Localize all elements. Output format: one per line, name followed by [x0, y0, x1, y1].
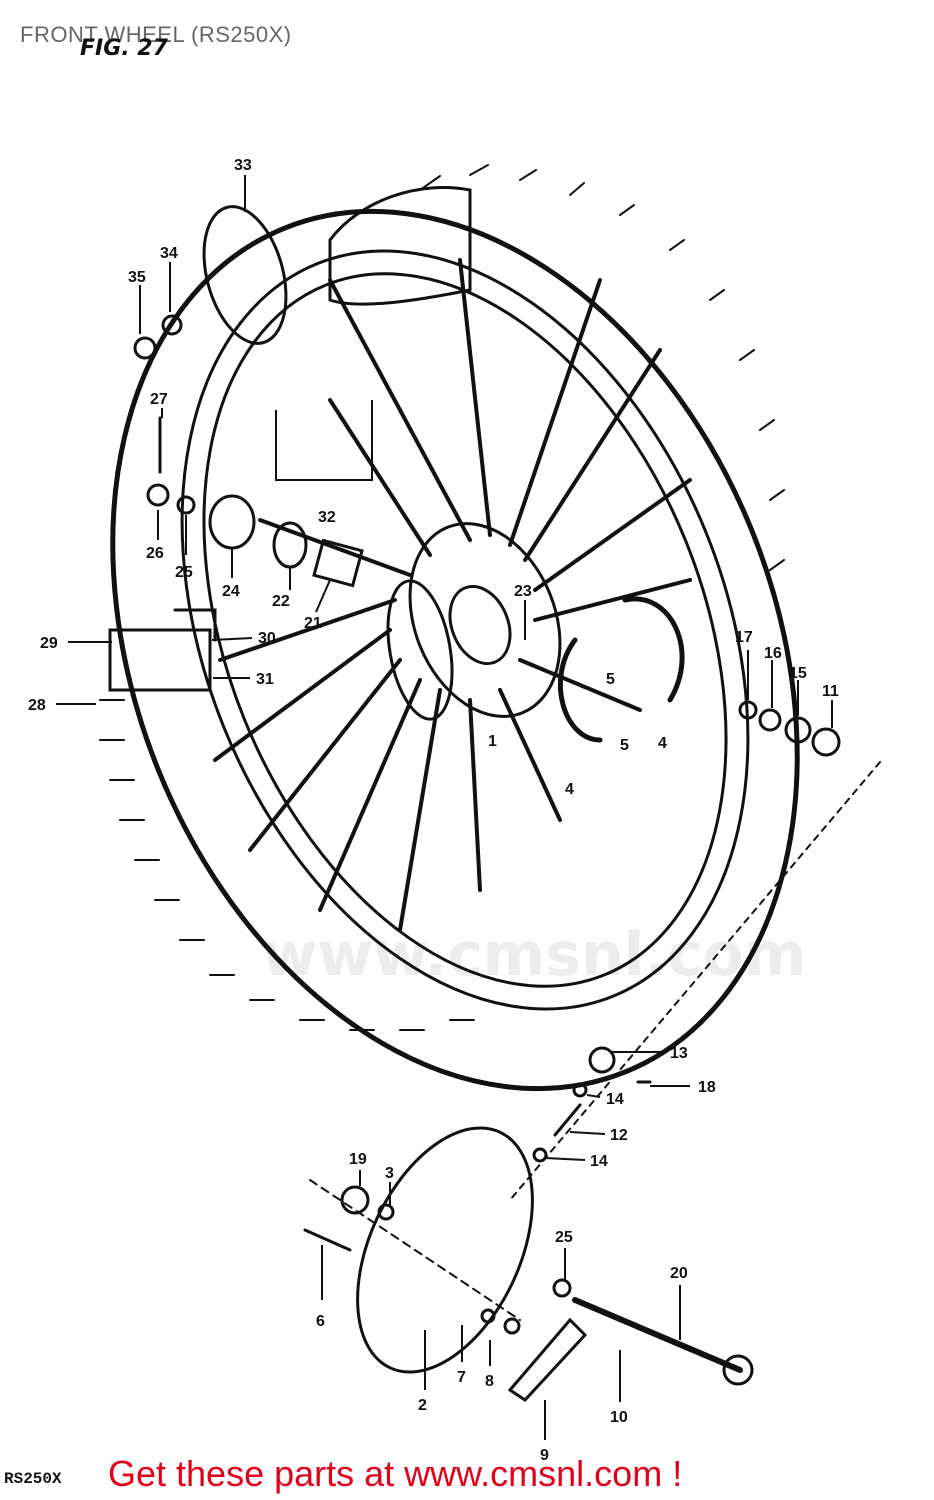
- callout-25-lower: 25: [555, 1229, 573, 1246]
- leader-lines: [56, 175, 833, 1440]
- tire-cutaway: [108, 628, 212, 692]
- nut-7: [480, 1308, 496, 1324]
- brake-shoe-lower: [557, 637, 603, 743]
- callout-28: 28: [28, 697, 46, 714]
- promo-banner-link[interactable]: Get these parts at www.cmsnl.com !: [108, 1453, 683, 1494]
- rim-outer: [180, 249, 750, 1011]
- nut-14-lower: [532, 1147, 548, 1163]
- callout-11: 11: [822, 683, 839, 700]
- seal-15: [784, 716, 812, 744]
- tire-tread: [99, 164, 785, 1031]
- washer-34: [161, 314, 183, 336]
- callout-1: 1: [488, 733, 497, 750]
- washer-8: [503, 1317, 521, 1335]
- washer-16: [758, 708, 782, 732]
- callout-2: 2: [418, 1397, 427, 1414]
- hub-flange: [408, 522, 562, 718]
- callout-32: 32: [318, 509, 336, 526]
- nut-14-upper: [572, 1082, 588, 1098]
- callout-19: 19: [349, 1151, 367, 1168]
- callout-27: 27: [150, 391, 168, 408]
- callout-13: 13: [670, 1045, 688, 1062]
- washer-3: [377, 1203, 395, 1221]
- callout-35: 35: [128, 269, 146, 286]
- callout-9: 9: [540, 1447, 549, 1464]
- washer-17: [738, 700, 758, 720]
- nut-26: [146, 483, 170, 507]
- callout-15: 15: [789, 665, 807, 682]
- callout-8: 8: [485, 1373, 494, 1390]
- adjuster-13: [588, 1046, 616, 1074]
- callout-14-lower: 14: [590, 1153, 608, 1170]
- callout-29: 29: [40, 635, 58, 652]
- callout-30: 30: [258, 630, 276, 647]
- spokes: [213, 258, 692, 932]
- page-title: FRONT WHEEL (RS250X): [20, 22, 292, 47]
- callout-34: 34: [160, 245, 178, 262]
- callout-4-left: 4: [565, 781, 574, 798]
- callout-31: 31: [256, 671, 274, 688]
- callout-26: 26: [146, 545, 164, 562]
- figure-label: FIG. 27: [80, 36, 168, 61]
- callout-5-upper: 5: [606, 671, 615, 688]
- callout-23: 23: [514, 583, 532, 600]
- callout-4-right: 4: [658, 735, 667, 752]
- washer-25-lower: [552, 1278, 572, 1298]
- hub-center: [448, 584, 512, 666]
- tire-outer: [110, 208, 800, 1092]
- callout-24: 24: [222, 583, 240, 600]
- callout-10: 10: [610, 1409, 628, 1426]
- brake-shoe-upper: [622, 596, 685, 703]
- hub-drum: [386, 579, 454, 721]
- callout-17: 17: [735, 629, 753, 646]
- axis-line: [509, 761, 881, 1201]
- callout-33: 33: [234, 157, 252, 174]
- spring-12: [553, 1103, 582, 1137]
- nut-35: [133, 336, 157, 360]
- callout-16: 16: [764, 645, 782, 662]
- model-code: RS250X: [4, 1470, 62, 1488]
- speedometer-gear: [202, 205, 288, 345]
- bearing-11: [811, 727, 841, 757]
- callout-18: 18: [698, 1079, 716, 1096]
- brake-panel: [356, 1126, 534, 1374]
- spacer-24: [208, 494, 256, 550]
- callout-14-upper: 14: [606, 1091, 624, 1108]
- washer-25: [176, 495, 196, 515]
- callout-25: 25: [175, 564, 193, 581]
- callout-22: 22: [272, 593, 290, 610]
- rim-band: [173, 608, 217, 642]
- callout-7: 7: [457, 1369, 466, 1386]
- tube-top: [328, 185, 472, 306]
- callout-21: 21: [304, 615, 322, 632]
- callout-12: 12: [610, 1127, 628, 1144]
- axle-20: [572, 1297, 743, 1373]
- seal-19: [340, 1185, 370, 1215]
- callout-6: 6: [316, 1313, 325, 1330]
- callout-3: 3: [385, 1165, 394, 1182]
- axle-head: [722, 1354, 754, 1386]
- spacer-21: [312, 538, 364, 588]
- cam-6: [303, 1228, 352, 1252]
- brake-arm-9: [507, 1317, 588, 1402]
- callout-5-lower: 5: [620, 737, 629, 754]
- callouts: 33 34 35 27 32 26 25 24 22 21 23 29 30 3…: [28, 157, 839, 1464]
- rim-inner: [202, 272, 728, 988]
- callout-20: 20: [670, 1265, 688, 1282]
- axis-line-2: [309, 1179, 521, 1321]
